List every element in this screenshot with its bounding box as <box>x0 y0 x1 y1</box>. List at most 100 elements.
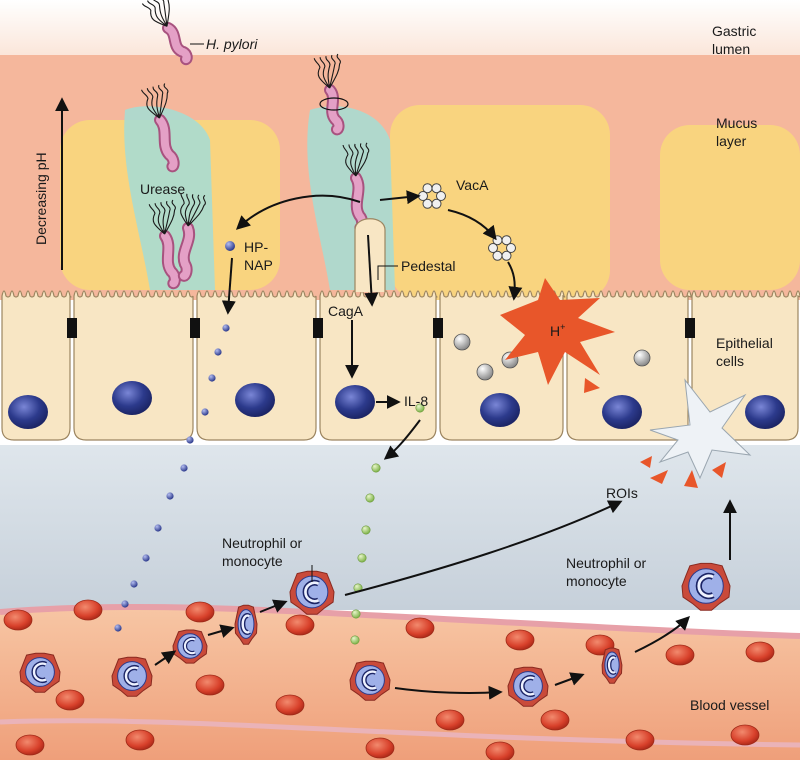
vaca-toxins <box>418 183 516 261</box>
neutrophil-right-label-2: monocyte <box>566 573 627 589</box>
red-blood-cell <box>73 599 103 621</box>
arrow-hpnap-down <box>221 257 236 315</box>
neutrophil-right-label-1: Neutrophil or <box>566 555 646 571</box>
hp-nap-label-1: HP- <box>244 239 268 255</box>
arrow-vaca-down <box>447 209 497 241</box>
h-plus-burst <box>500 278 615 385</box>
tight-junction <box>190 318 200 338</box>
arrow-migrate-3 <box>259 599 288 613</box>
rotation-indicator <box>319 97 349 111</box>
hp-nap-molecule <box>201 408 209 416</box>
roi-damage-burst <box>649 378 752 480</box>
cell-nucleus <box>335 385 375 419</box>
epithelial-cell <box>196 290 317 441</box>
il8-molecule <box>350 635 360 645</box>
arrow-migrate-4 <box>554 672 585 686</box>
mucus-label-2: layer <box>716 133 747 149</box>
il8-molecule <box>365 493 375 503</box>
hp-nap-molecule <box>225 241 235 251</box>
cytokine-dots <box>114 241 425 645</box>
cell-nucleus <box>235 383 275 417</box>
red-blood-cell <box>435 709 465 731</box>
epithelial-label-2: cells <box>716 353 744 369</box>
h-pylori-bacterium <box>141 0 193 66</box>
il8-molecule <box>371 463 381 473</box>
neutrophil-left-label-1: Neutrophil or <box>222 535 302 551</box>
red-blood-cell <box>285 614 315 636</box>
blood-vessel-label: Blood vessel <box>690 697 769 713</box>
vacuole <box>453 333 471 351</box>
epithelial-label-1: Epithelial <box>716 335 773 351</box>
neutrophil-monocyte <box>234 604 258 645</box>
mucus-column <box>390 105 610 300</box>
cell-nucleus <box>8 395 48 429</box>
red-blood-cell <box>505 629 535 651</box>
il8-molecule <box>361 525 371 535</box>
red-blood-cell <box>665 644 695 666</box>
immune-cells <box>19 562 731 707</box>
h-pylori-bacterium <box>148 199 181 290</box>
red-blood-cell <box>745 641 775 663</box>
arrow-to-hpnap <box>235 194 361 230</box>
epithelial-cell-layer <box>1 290 800 441</box>
cell-nucleus <box>480 393 520 427</box>
vessel-wall <box>0 603 800 639</box>
mucus-column <box>660 125 800 290</box>
vaca-toxin <box>488 235 516 261</box>
epithelial-cell <box>73 290 194 441</box>
pathway-arrows <box>154 190 737 700</box>
hp-nap-molecule <box>208 374 216 382</box>
red-blood-cell <box>275 694 305 716</box>
hp-nap-molecule <box>222 324 230 332</box>
il8-molecule <box>415 403 425 413</box>
caga-label: CagA <box>328 303 364 319</box>
arrow-caga-in <box>364 234 379 307</box>
neutrophil-monocyte <box>507 666 549 707</box>
arrow-migrate-5 <box>634 616 690 653</box>
neutrophil-monocyte <box>349 660 391 701</box>
neutrophil-monocyte <box>19 652 61 693</box>
arrow-to-vaca <box>379 190 421 205</box>
tight-junction <box>433 318 443 338</box>
red-blood-cell <box>730 724 760 746</box>
arrow-to-rois <box>344 500 623 596</box>
hp-nap-molecule <box>114 624 122 632</box>
pedestal-label: Pedestal <box>401 258 455 274</box>
red-blood-cell <box>625 729 655 751</box>
hp-nap-molecule <box>154 524 162 532</box>
roi-fragments <box>640 456 726 488</box>
gastric-lumen-label-1: Gastric <box>712 23 756 39</box>
hp-nap-molecule <box>121 600 129 608</box>
cell-nucleus <box>745 395 785 429</box>
red-blood-cells <box>3 599 775 760</box>
h-pylori-bacteria <box>141 0 370 290</box>
red-blood-cell <box>55 689 85 711</box>
decreasing-ph-label: Decreasing pH <box>33 152 49 245</box>
h-pylori-label: H. pylori <box>206 36 258 52</box>
neutrophil-monocyte <box>289 570 335 615</box>
gastric-lumen-label-2: lumen <box>712 41 750 57</box>
mucus-label-1: Mucus <box>716 115 757 131</box>
h-pylori-bacterium <box>141 83 180 173</box>
lamina-propria <box>0 445 800 610</box>
hp-nap-molecule <box>180 464 188 472</box>
cell-nucleus <box>112 381 152 415</box>
neutrophil-left-label-2: monocyte <box>222 553 283 569</box>
hp-nap-molecule <box>186 436 194 444</box>
arrow-vaca-to-cell <box>507 261 523 301</box>
arrow-il8-out <box>383 419 421 460</box>
hp-nap-molecule <box>214 348 222 356</box>
arrow-migrate-1 <box>154 650 177 666</box>
h-plus-label: H+ <box>550 322 565 339</box>
hp-nap-label-2: NAP <box>244 257 273 273</box>
red-blood-cell <box>540 709 570 731</box>
red-blood-cell <box>3 609 33 631</box>
pedestal-pointer <box>377 265 398 280</box>
neutrophil-monocyte <box>681 562 731 611</box>
il8-label: IL-8 <box>404 393 428 409</box>
vaca-toxin <box>418 183 446 209</box>
red-blood-cell <box>365 737 395 759</box>
il8-molecule <box>351 609 361 619</box>
